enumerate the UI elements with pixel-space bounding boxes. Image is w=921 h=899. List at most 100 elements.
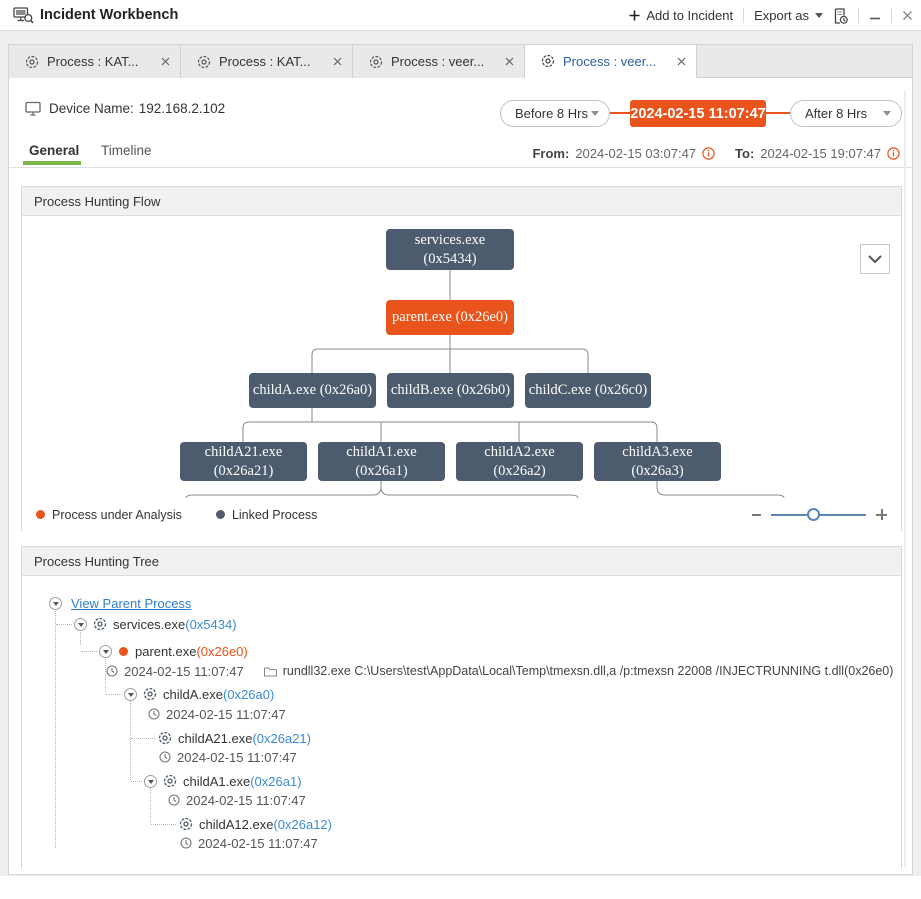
process-gear-icon — [143, 687, 157, 701]
tree-row-services[interactable]: services.exe(0x5434) — [74, 615, 237, 633]
tab-close-icon[interactable] — [505, 57, 514, 66]
expander-icon[interactable] — [74, 617, 87, 631]
from-value: 2024-02-15 03:07:47 — [575, 146, 697, 161]
tab-process-1[interactable]: Process : KAT... — [9, 45, 181, 78]
zoom-control — [752, 508, 887, 521]
page-title: Incident Workbench — [40, 7, 179, 23]
tab-timeline[interactable]: Timeline — [101, 143, 152, 158]
tree-row-childA21[interactable]: childA21.exe(0x26a21) — [158, 729, 311, 747]
tab-process-3[interactable]: Process : veer... — [353, 45, 525, 78]
device-name: Device Name: 192.168.2.102 — [25, 101, 225, 116]
time-connector — [610, 112, 630, 114]
flow-panel-header: Process Hunting Flow — [22, 187, 901, 216]
flow-canvas[interactable]: services.exe (0x5434) parent.exe (0x26e0… — [22, 216, 901, 498]
folder-icon — [263, 666, 277, 677]
orange-dot-icon — [36, 510, 45, 519]
tab-close-icon[interactable] — [333, 57, 342, 66]
process-hunting-tree-panel: Process Hunting Tree View Parent Process — [21, 546, 902, 869]
expander-icon[interactable] — [99, 644, 112, 658]
tree-guide — [105, 656, 106, 692]
slate-dot-icon — [215, 510, 225, 519]
process-gear-icon — [158, 731, 172, 745]
incident-workbench-icon — [13, 6, 34, 25]
tree-guide — [131, 781, 142, 782]
tree-row-parent[interactable]: parent.exe(0x26e0) — [99, 642, 248, 660]
zoom-slider[interactable] — [771, 508, 866, 521]
tree-row-view-parent: View Parent Process — [49, 594, 191, 612]
flow-node-childA21[interactable]: childA21.exe (0x26a21) — [180, 442, 307, 481]
chevron-down-icon — [591, 111, 599, 120]
pivot-time-button[interactable]: 2024-02-15 11:07:47 — [630, 100, 766, 127]
zoom-slider-handle[interactable] — [807, 508, 820, 521]
process-gear-icon — [179, 817, 193, 831]
divider — [858, 8, 859, 23]
divider — [891, 8, 892, 23]
tree-guide — [151, 824, 176, 825]
info-icon[interactable] — [702, 147, 715, 160]
chevron-down-icon — [883, 111, 891, 120]
process-gear-icon — [163, 774, 177, 788]
tab-process-2[interactable]: Process : KAT... — [181, 45, 353, 78]
process-gear-icon — [93, 617, 107, 631]
command-line: rundll32.exe C:\Users\test\AppData\Local… — [282, 664, 894, 678]
flow-node-childB[interactable]: childB.exe (0x26b0) — [387, 373, 514, 408]
flow-connectors — [185, 270, 785, 498]
clock-icon — [168, 794, 180, 806]
legend-process-under-analysis: Process under Analysis — [36, 508, 182, 522]
zoom-in-icon[interactable] — [876, 509, 887, 520]
flow-node-childA2[interactable]: childA2.exe (0x26a2) — [456, 442, 583, 481]
zoom-out-icon[interactable] — [752, 513, 761, 516]
bottom-strip — [0, 876, 921, 899]
flow-node-services[interactable]: services.exe (0x5434) — [386, 229, 514, 270]
tree-guide — [131, 738, 155, 739]
clock-icon — [180, 837, 192, 849]
tree-row-time: 2024-02-15 11:07:47 — [148, 705, 286, 723]
tree-row-childA[interactable]: childA.exe(0x26a0) — [124, 685, 274, 703]
tree-row-childA1[interactable]: childA1.exe(0x26a1) — [144, 772, 302, 790]
collapse-flow-button[interactable] — [860, 244, 890, 274]
process-tab-bar: Process : KAT... Process : KAT... Proces… — [9, 45, 912, 78]
tree-guide — [80, 629, 81, 645]
before-hours-dropdown[interactable]: Before 8 Hrs — [500, 100, 610, 127]
flow-node-childA1[interactable]: childA1.exe (0x26a1) — [318, 442, 445, 481]
divider — [9, 167, 912, 168]
tree-guide — [106, 694, 122, 695]
flow-node-childA3[interactable]: childA3.exe (0x26a3) — [594, 442, 721, 481]
expander-icon[interactable] — [124, 687, 137, 701]
tree-row-time: 2024-02-15 11:07:47 — [159, 748, 297, 766]
clock-icon — [148, 708, 160, 720]
tree-row-childA12[interactable]: childA12.exe(0x26a12) — [179, 815, 332, 833]
legend-linked-process: Linked Process — [215, 508, 317, 522]
time-range: From: 2024-02-15 03:07:47 To: 2024-02-15… — [532, 146, 900, 161]
scrollbar-track[interactable] — [904, 91, 906, 867]
close-button[interactable] — [902, 10, 913, 21]
plus-icon — [629, 10, 640, 21]
process-gear-icon — [25, 55, 39, 69]
view-parent-process-link[interactable]: View Parent Process — [71, 595, 192, 611]
analysis-dot-icon — [119, 646, 128, 656]
process-hunting-flow-panel: Process Hunting Flow services.exe ( — [21, 186, 902, 531]
export-as-button[interactable]: Export as — [754, 8, 823, 23]
minimize-button[interactable] — [869, 10, 881, 22]
info-icon[interactable] — [887, 147, 900, 160]
expander-icon[interactable] — [144, 774, 157, 788]
tab-close-icon[interactable] — [161, 57, 170, 66]
tree-guide — [56, 624, 72, 625]
process-gear-icon — [541, 54, 555, 68]
tab-close-icon[interactable] — [677, 57, 686, 66]
tab-general[interactable]: General — [29, 143, 80, 158]
after-hours-dropdown[interactable]: After 8 Hrs — [790, 100, 902, 127]
active-tab-underline — [23, 161, 81, 165]
tree-row-time: 2024-02-15 11:07:47 — [168, 791, 306, 809]
tree-guide — [130, 700, 131, 780]
expander-icon[interactable] — [49, 596, 62, 610]
tab-process-4-active[interactable]: Process : veer... — [525, 45, 697, 78]
flow-node-parent[interactable]: parent.exe (0x26e0) — [386, 300, 514, 335]
tree-guide — [150, 787, 151, 823]
flow-node-childA[interactable]: childA.exe (0x26a0) — [249, 373, 376, 408]
clock-icon — [159, 751, 171, 763]
report-history-button[interactable] — [833, 7, 848, 24]
flow-node-childC[interactable]: childC.exe (0x26c0) — [525, 373, 651, 408]
to-value: 2024-02-15 19:07:47 — [760, 146, 881, 161]
add-to-incident-button[interactable]: Add to Incident — [629, 8, 733, 23]
